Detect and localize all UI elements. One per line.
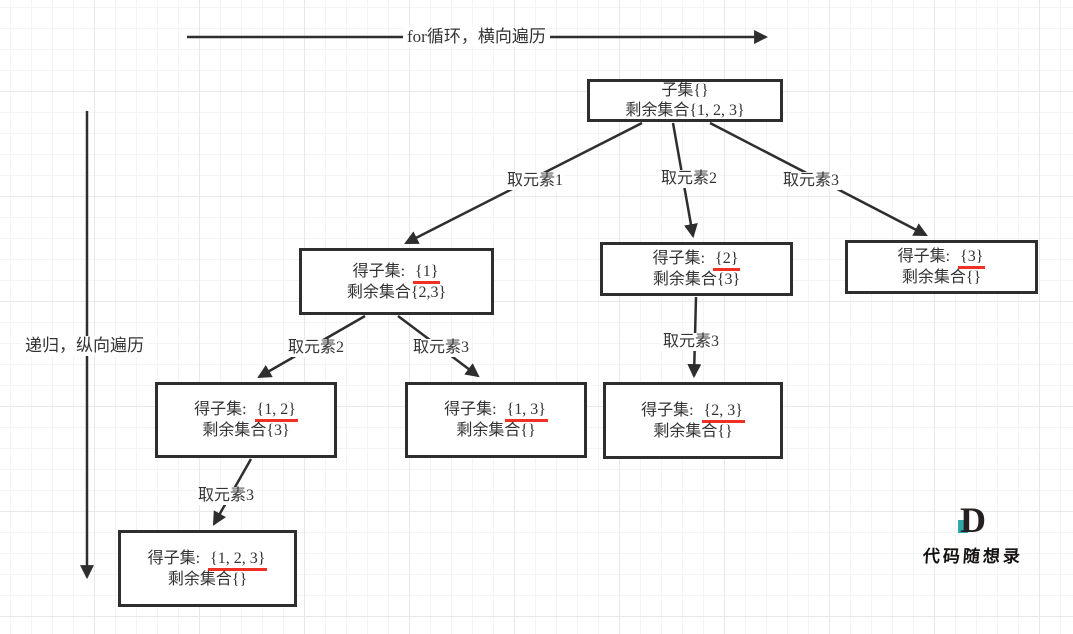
node-subset-line: 得子集:{1, 3}	[444, 399, 548, 422]
carl-logo-icon: D	[956, 502, 990, 540]
node-subset-line: 得子集:{2, 3}	[641, 400, 745, 423]
node-root: 子集{} 剩余集合{1, 2, 3}	[587, 79, 783, 122]
edge-label-pick12-pick123: 取元素3	[196, 487, 257, 505]
node-pick2: 得子集:{2} 剩余集合{3}	[600, 242, 793, 296]
node-subset-line: 得子集:{1, 2, 3}	[148, 548, 268, 571]
node-subset-line: 得子集:{1, 2}	[194, 399, 298, 422]
watermark-text: 代码随想录	[922, 547, 1024, 566]
node-remaining-line: 剩余集合{}	[456, 422, 536, 439]
node-subset-line: 得子集:{1}	[353, 261, 441, 284]
logo-letter: D	[960, 500, 986, 540]
node-subset-line: 得子集:{3}	[898, 246, 986, 269]
node-pick12: 得子集:{1, 2} 剩余集合{3}	[155, 382, 337, 458]
edge-label-root-pick3: 取元素3	[781, 172, 842, 190]
node-pick3: 得子集:{3} 剩余集合{}	[845, 240, 1038, 294]
node-pick1: 得子集:{1} 剩余集合{2,3}	[299, 248, 494, 315]
node-remaining-line: 剩余集合{3}	[652, 271, 741, 288]
node-pick13: 得子集:{1, 3} 剩余集合{}	[405, 382, 587, 458]
edge-label-pick1-pick12: 取元素2	[286, 339, 347, 357]
watermark: D 代码随想录	[908, 502, 1038, 567]
node-subset-line: 子集{}	[661, 81, 709, 99]
node-remaining-line: 剩余集合{}	[653, 422, 733, 440]
node-remaining-line: 剩余集合{2,3}	[346, 283, 447, 301]
node-remaining-line: 剩余集合{3}	[202, 422, 290, 439]
node-pick23: 得子集:{2, 3} 剩余集合{}	[603, 382, 783, 459]
node-remaining-line: 剩余集合{}	[167, 570, 248, 588]
edge-label-root-pick2: 取元素2	[659, 170, 720, 188]
recursion-label: 递归，纵向遍历	[21, 336, 148, 356]
node-pick123: 得子集:{1, 2, 3} 剩余集合{}	[118, 530, 297, 607]
for-loop-label: for循环，横向遍历	[403, 27, 550, 47]
node-remaining-line: 剩余集合{1, 2, 3}	[625, 101, 745, 119]
edge-label-pick2-pick23: 取元素3	[661, 333, 722, 351]
node-subset-line: 得子集:{2}	[653, 248, 741, 271]
edge-label-pick1-pick13: 取元素3	[411, 339, 472, 357]
logo-teal-block	[958, 520, 968, 533]
edge-label-root-pick1: 取元素1	[505, 172, 566, 190]
node-remaining-line: 剩余集合{}	[901, 269, 982, 286]
